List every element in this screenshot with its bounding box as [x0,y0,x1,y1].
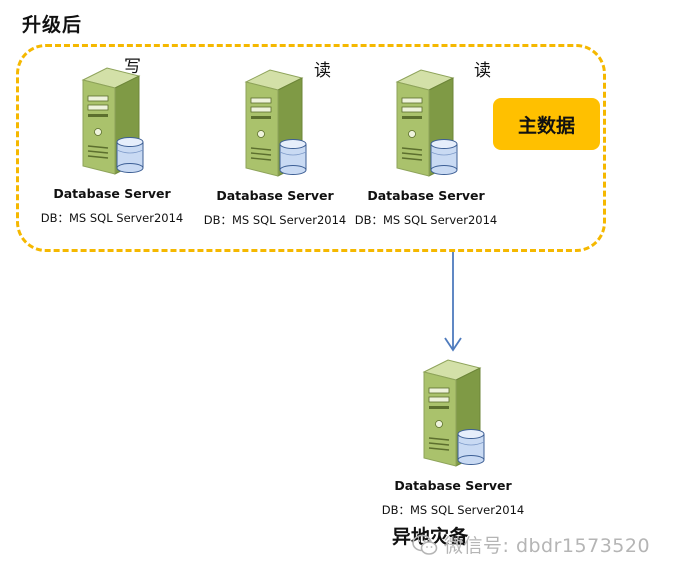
watermark: 微信号: dbdr1573520 [412,531,650,558]
page-title: 升级后 [22,14,83,36]
server-db-label: DB：MS SQL Server2014 [354,213,498,227]
master-data-tag: 主数据 [493,98,600,150]
server-role-label: 读 [474,61,491,81]
server-role-label: 读 [314,61,331,81]
wechat-icon [412,534,438,555]
server-tower-icon [422,359,485,467]
replication-arrow [444,252,462,352]
server-name: Database Server [394,478,512,493]
database-server: Database Server DB：MS SQL Server2014 [190,68,360,228]
database-server: Database Server DB：MS SQL Server2014 [27,66,197,226]
remote-backup-label: 异地灾备 [392,526,469,548]
server-name: Database Server [53,186,171,201]
server-role-label: 写 [124,57,141,77]
server-db-label: DB：MS SQL Server2014 [203,213,347,227]
server-name: Database Server [367,188,485,203]
server-db-label: DB：MS SQL Server2014 [381,503,525,517]
watermark-text: 微信号: dbdr1573520 [444,535,651,557]
server-tower-icon [81,67,144,175]
server-tower-icon [395,69,458,177]
database-server: Database Server DB：MS SQL Server2014 [368,358,538,518]
server-db-label: DB：MS SQL Server2014 [40,211,184,225]
server-tower-icon [244,69,307,177]
primary-group-box [16,44,606,252]
database-server: Database Server DB：MS SQL Server2014 [341,68,511,228]
server-name: Database Server [216,188,334,203]
